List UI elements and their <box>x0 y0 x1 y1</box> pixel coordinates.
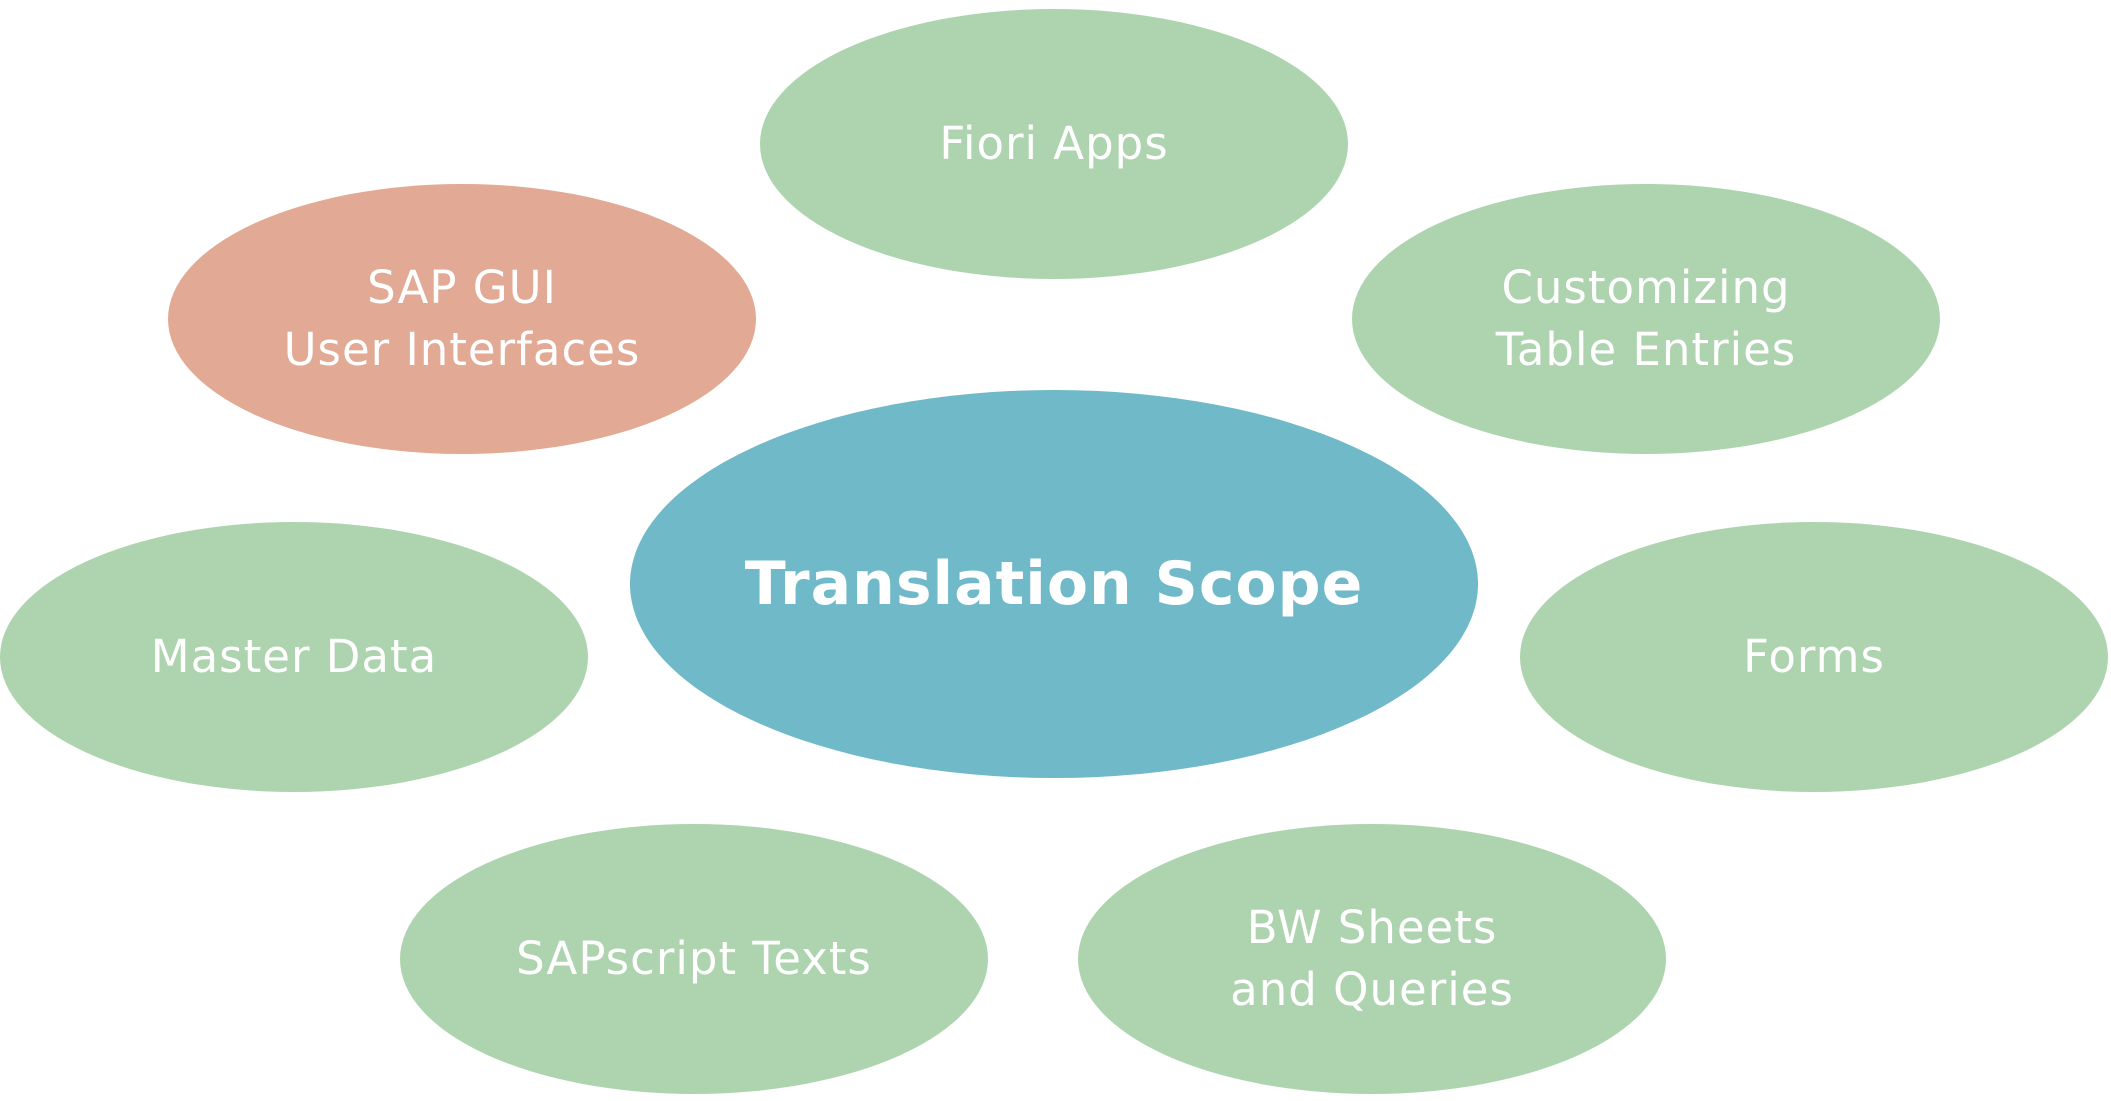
sapscript-texts-bubble: SAPscript Texts <box>400 824 988 1094</box>
customizing-bubble: Customizing Table Entries <box>1352 184 1940 454</box>
sap-gui-label-line-2: User Interfaces <box>283 323 641 376</box>
fiori-apps-bubble: Fiori Apps <box>760 9 1348 279</box>
translation-scope-label: Translation Scope <box>744 549 1364 619</box>
master-data-bubble: Master Data <box>0 522 588 792</box>
forms-label: Forms <box>1743 630 1885 683</box>
customizing-label-line-2: Table Entries <box>1495 323 1797 376</box>
master-data-label: Master Data <box>150 630 438 683</box>
fiori-apps-label: Fiori Apps <box>939 117 1169 170</box>
bw-sheets-bubble: BW Sheets and Queries <box>1078 824 1666 1094</box>
forms-bubble: Forms <box>1520 522 2108 792</box>
sapscript-texts-label: SAPscript Texts <box>516 932 872 985</box>
sap-gui-bubble: SAP GUI User Interfaces <box>168 184 756 454</box>
bw-sheets-label-line-2: and Queries <box>1230 963 1514 1016</box>
customizing-label-line-1: Customizing <box>1501 261 1791 314</box>
bw-sheets-label-line-1: BW Sheets <box>1246 901 1498 954</box>
translation-scope-center-bubble: Translation Scope <box>630 390 1478 778</box>
sap-gui-label-line-1: SAP GUI <box>367 261 557 314</box>
